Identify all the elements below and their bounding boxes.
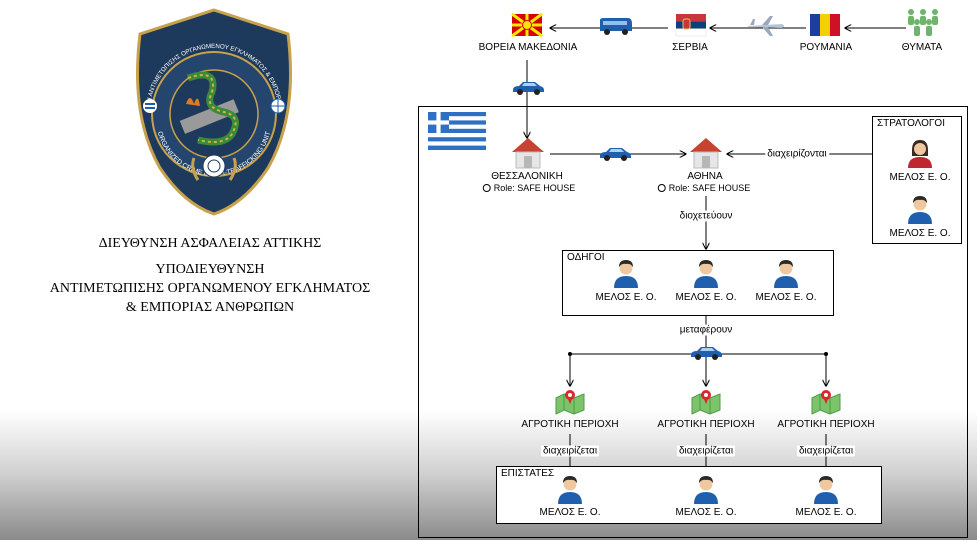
victims-label: ΘΥΜΑΤΑ: [901, 42, 943, 53]
agri-area-label: ΑΓΡΟΤΙΚΗ ΠΕΡΙΟΧΗ: [521, 419, 619, 430]
house-icon: [512, 138, 544, 169]
bus-icon: [600, 18, 632, 35]
managed-each-edge-label: διαχειρίζεται: [676, 445, 736, 457]
supervisor-member-label: ΜΕΛΟΣ Ε. Ο.: [675, 507, 737, 518]
managed-edge-label: διαχειρίζονται: [765, 148, 829, 160]
thessaloniki-role: Role: SAFE HOUSE: [482, 183, 575, 193]
org-line-2: ΥΠΟΔΙΕΥΘΥΝΣΗ: [155, 262, 265, 277]
map-location-icon: [811, 390, 841, 415]
role-circle-icon: [482, 184, 491, 192]
managed-each-edge-label: διαχειρίζεται: [540, 445, 600, 457]
north-macedonia-label: ΒΟΡΕΙΑ ΜΑΚΕΔΟΝΙΑ: [478, 42, 578, 53]
car-icon: [600, 148, 631, 161]
serbia-label: ΣΕΡΒΙΑ: [672, 42, 708, 53]
recruiters-title: ΣΤΡΑΤΟΛΟΓΟΙ: [877, 118, 945, 129]
thessaloniki-label: ΘΕΣΣΑΛΟΝΙΚΗ: [491, 171, 563, 182]
car-icon: [691, 347, 722, 360]
male-member-icon: [908, 196, 932, 224]
car-icon: [513, 82, 544, 95]
managed-each-edge-label: διαχειρίζεται: [796, 445, 856, 457]
transport-edge-label: μεταφέρουν: [677, 324, 735, 336]
romania-label: ΡΟΥΜΑΝΙΑ: [799, 42, 853, 53]
map-location-icon: [555, 390, 585, 415]
male-member-icon: [814, 476, 838, 504]
victims-group-icon: [908, 9, 938, 36]
recruiter-member-label: ΜΕΛΟΣ Ε. Ο.: [889, 228, 951, 239]
greece-box: [418, 106, 968, 538]
male-member-icon: [694, 260, 718, 288]
supervisor-member-label: ΜΕΛΟΣ Ε. Ο.: [539, 507, 601, 518]
org-line-4: & ΕΜΠΟΡΙΑΣ ΑΝΘΡΩΠΩΝ: [125, 300, 295, 315]
house-icon: [690, 138, 722, 169]
female-member-icon: [908, 140, 932, 168]
map-location-icon: [691, 390, 721, 415]
romania-flag-icon: [810, 14, 840, 36]
male-member-icon: [774, 260, 798, 288]
male-member-icon: [614, 260, 638, 288]
driver-member-label: ΜΕΛΟΣ Ε. Ο.: [755, 292, 817, 303]
role-circle-icon: [657, 184, 666, 192]
supervisors-title: ΕΠΙΣΤΑΤΕΣ: [501, 468, 555, 479]
athens-role: Role: SAFE HOUSE: [657, 183, 750, 193]
serbia-flag-icon: [675, 14, 707, 37]
org-line-3: ΑΝΤΙΜΕΤΩΠΙΣΗΣ ΟΡΓΑΝΩΜΕΝΟΥ ΕΓΚΛΗΜΑΤΟΣ: [49, 281, 371, 296]
unit-emblem: ΥΠΟΔΙΕΥΘΥΝΣΗ ΑΝΤΙΜΕΤΩΠΙΣΗΣ ΟΡΓΑΝΩΜΕΝΟΥ Ε…: [126, 3, 292, 216]
channel-edge-label: διοχετεύουν: [677, 210, 735, 222]
agri-area-label: ΑΓΡΟΤΙΚΗ ΠΕΡΙΟΧΗ: [657, 419, 755, 430]
athens-label: ΑΘΗΝΑ: [687, 171, 723, 182]
recruiter-member-label: ΜΕΛΟΣ Ε. Ο.: [889, 172, 951, 183]
org-line-1: ΔΙΕΥΘΥΝΣΗ ΑΣΦΑΛΕΙΑΣ ΑΤΤΙΚΗΣ: [98, 236, 322, 251]
agri-area-label: ΑΓΡΟΤΙΚΗ ΠΕΡΙΟΧΗ: [777, 419, 875, 430]
male-member-icon: [558, 476, 582, 504]
greece-flag-icon: [428, 112, 486, 150]
driver-member-label: ΜΕΛΟΣ Ε. Ο.: [675, 292, 737, 303]
airplane-icon: [748, 16, 784, 36]
drivers-title: ΟΔΗΓΟΙ: [567, 252, 605, 263]
north-macedonia-flag-icon: [511, 12, 543, 38]
driver-member-label: ΜΕΛΟΣ Ε. Ο.: [595, 292, 657, 303]
supervisor-member-label: ΜΕΛΟΣ Ε. Ο.: [795, 507, 857, 518]
male-member-icon: [694, 476, 718, 504]
